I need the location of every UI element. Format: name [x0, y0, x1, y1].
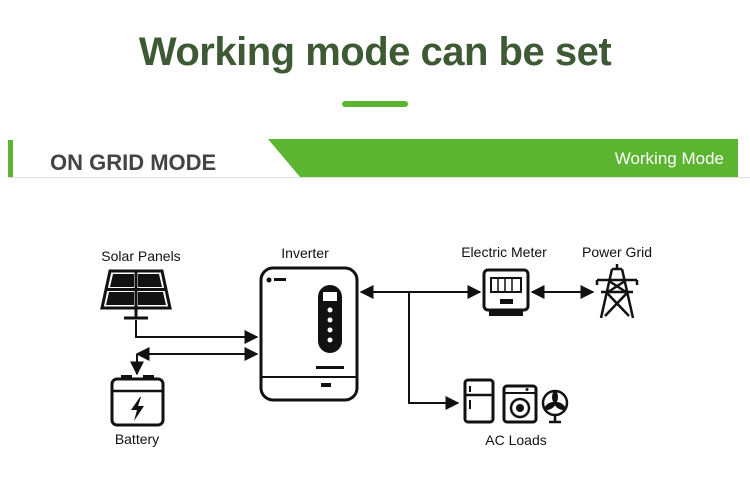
solar-panels-label: Solar Panels: [101, 248, 180, 264]
power-grid-label: Power Grid: [582, 244, 652, 260]
connections: [130, 285, 595, 410]
power-grid-icon: [595, 264, 639, 319]
title-underline: [342, 101, 408, 107]
battery-icon: [110, 375, 165, 427]
mode-title: ON GRID MODE: [50, 150, 217, 175]
washing-machine-icon: [502, 384, 538, 424]
inverter-label: Inverter: [281, 245, 329, 261]
electric-meter-icon: [482, 268, 530, 316]
battery-label: Battery: [115, 431, 159, 447]
solar-panel-icon: [100, 269, 172, 320]
electric-meter-label: Electric Meter: [461, 244, 547, 260]
ac-loads-label: AC Loads: [485, 432, 546, 448]
solar-to-inverter-line: [135, 320, 259, 344]
mode-divider: [8, 177, 750, 178]
banner-label: Working Mode: [615, 149, 724, 168]
working-mode-banner: Working Mode: [268, 139, 738, 177]
fridge-icon: [463, 378, 495, 424]
to-loads-line: [408, 292, 460, 410]
inverter-icon: [259, 266, 359, 402]
fan-icon: [541, 389, 569, 424]
mode-accent-bar: [8, 140, 13, 178]
page-title: Working mode can be set: [138, 30, 612, 74]
